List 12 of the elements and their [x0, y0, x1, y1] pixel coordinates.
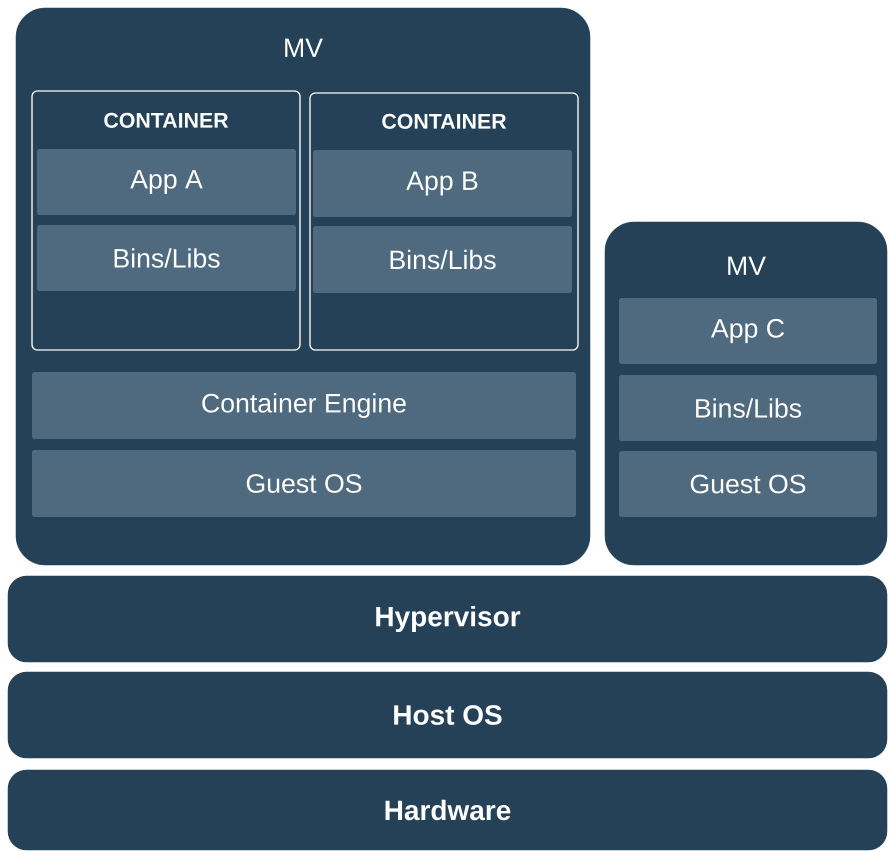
- layer-box: Bins/Libs: [619, 375, 877, 441]
- layer-box: Bins/Libs: [37, 225, 296, 291]
- layer-box: Guest OS: [32, 450, 576, 517]
- layer-box: App C: [619, 298, 877, 364]
- layer-band: Hypervisor: [8, 576, 888, 662]
- layer-box: App B: [313, 150, 572, 217]
- layer-box: Bins/Libs: [313, 226, 572, 293]
- layer-box: App A: [37, 149, 296, 215]
- layer-band: Hardware: [8, 770, 888, 850]
- layer-box: Guest OS: [619, 451, 877, 517]
- layer-band: Host OS: [8, 672, 888, 758]
- layer-box: Container Engine: [32, 372, 576, 439]
